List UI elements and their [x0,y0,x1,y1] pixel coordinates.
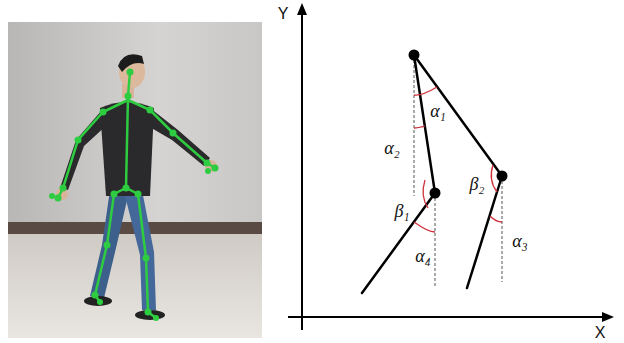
angle-label: α₃ [512,232,528,250]
photo [8,22,262,338]
axis-label: Y [278,6,289,22]
angle-arcs [414,87,502,232]
angle-label: α₄ [415,247,431,265]
leg-model [362,55,502,293]
reference-lines [414,55,502,286]
angle-label: α₂ [384,139,400,157]
axis-label: X [595,325,606,341]
angle-label: β₁ [394,202,409,220]
angle-label: α₁ [430,102,446,120]
angle-label: β₂ [469,175,484,193]
axes [288,3,614,330]
joints [409,50,508,199]
